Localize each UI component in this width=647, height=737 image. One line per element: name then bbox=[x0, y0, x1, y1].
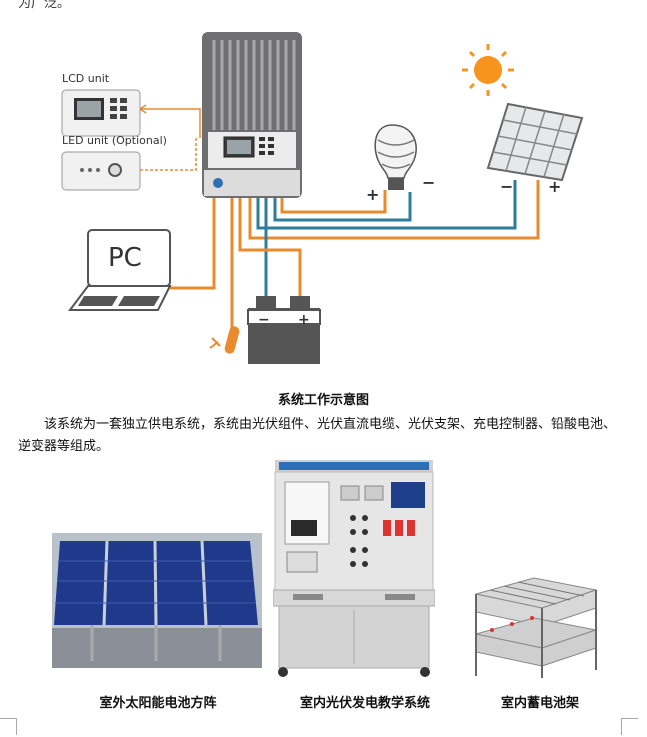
laptop-icon bbox=[68, 229, 172, 311]
solar-panel-icon bbox=[486, 102, 584, 182]
page-corner-mark-left bbox=[0, 718, 17, 735]
led-unit bbox=[61, 151, 141, 191]
teaching-system-photo bbox=[273, 460, 435, 677]
solar-wire-positive bbox=[248, 180, 540, 240]
system-diagram: LCD unit LED unit (Optional) + − bbox=[61, 32, 584, 364]
diagram-caption: 系统工作示意图 bbox=[277, 393, 369, 408]
light-bulb-icon bbox=[374, 124, 417, 190]
load-wire-positive bbox=[280, 190, 387, 214]
battery-wire-positive bbox=[238, 195, 302, 302]
solar-minus-sign: − bbox=[500, 177, 513, 196]
page-corner-mark-right bbox=[621, 718, 638, 735]
caption-outdoor-array: 室外太阳能电池方阵 bbox=[99, 696, 217, 711]
lcd-link bbox=[140, 108, 201, 138]
solar-wire-negative bbox=[256, 180, 517, 230]
solar-plus-sign: + bbox=[548, 177, 561, 196]
top-text-fragment: 为广泛。 bbox=[18, 0, 71, 11]
pc-label: PC bbox=[108, 243, 142, 273]
pc-wire bbox=[170, 195, 216, 290]
led-unit-label: LED unit (Optional) bbox=[62, 134, 167, 147]
led-link bbox=[140, 138, 197, 171]
caption-battery-rack: 室内蓄电池架 bbox=[500, 696, 579, 711]
load-minus-sign: − bbox=[422, 173, 435, 192]
load-wire-negative bbox=[273, 192, 412, 222]
charge-controller bbox=[202, 32, 302, 198]
description-paragraph: 该系统为一套独立供电系统，系统由光伏组件、光伏直流电缆、光伏支架、充电控制器、铅… bbox=[18, 417, 617, 454]
battery-icon bbox=[247, 296, 321, 364]
battery-rack-photo bbox=[475, 577, 598, 678]
outdoor-solar-array-photo bbox=[52, 533, 262, 668]
battery-plus-sign: + bbox=[298, 312, 310, 328]
load-plus-sign: + bbox=[366, 185, 379, 204]
temperature-sensor-icon bbox=[209, 326, 240, 354]
sun-icon bbox=[462, 44, 514, 96]
caption-teaching-system: 室内光伏发电教学系统 bbox=[299, 696, 430, 711]
lcd-unit-label: LCD unit bbox=[62, 72, 110, 85]
battery-minus-sign: − bbox=[258, 312, 270, 328]
lcd-unit bbox=[61, 89, 141, 137]
